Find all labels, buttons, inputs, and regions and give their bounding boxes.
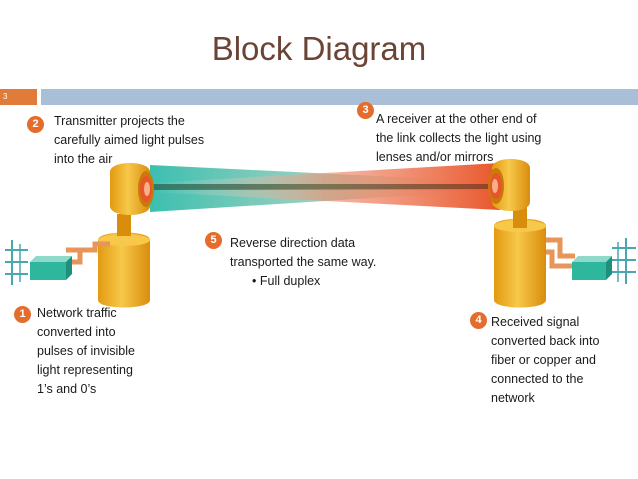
callout-4-line: Received signal <box>491 315 580 329</box>
callout-1-line: 1’s and 0’s <box>37 382 97 396</box>
callout-3-badge: 3 <box>357 102 374 119</box>
callout-1-line: light representing <box>37 363 133 377</box>
callout-1-badge: 1 <box>14 306 31 323</box>
callout-4-line: fiber or copper and <box>491 353 596 367</box>
bullet-dot: • <box>252 274 260 288</box>
light-beam <box>150 163 500 212</box>
right-network-equipment <box>546 237 636 284</box>
callout-4-text: Received signal converted back into fibe… <box>491 313 599 408</box>
callout-2-line: into the air <box>54 152 113 166</box>
callout-5-line: transported the same way. <box>230 255 377 269</box>
receiver-device <box>488 159 546 308</box>
callout-5-bullet: • Full duplex <box>230 272 376 291</box>
callout-3-line: A receiver at the other end of <box>376 112 537 126</box>
callout-2-text: Transmitter projects the carefully aimed… <box>54 112 204 169</box>
callout-1-line: converted into <box>37 325 116 339</box>
callout-1-line: pulses of invisible <box>37 344 135 358</box>
callout-5-line: Reverse direction data <box>230 236 356 250</box>
callout-5-badge: 5 <box>205 232 222 249</box>
callout-3-line: the link collects the light using <box>376 131 542 145</box>
callout-1-text: Network traffic converted into pulses of… <box>37 304 135 399</box>
header-bar-accent <box>0 89 37 105</box>
callout-4-line: network <box>491 391 535 405</box>
callout-4-line: converted back into <box>491 334 600 348</box>
callout-2-line: Transmitter projects the <box>54 114 185 128</box>
callout-1-line: Network traffic <box>37 306 117 320</box>
header-bar <box>41 89 638 105</box>
callout-3-line: lenses and/or mirrors <box>376 150 494 164</box>
callout-5-text: Reverse direction data transported the s… <box>230 234 376 291</box>
callout-4-badge: 4 <box>470 312 487 329</box>
callout-4-line: connected to the <box>491 372 584 386</box>
slide-number: 3 <box>3 92 8 101</box>
callout-2-line: carefully aimed light pulses <box>54 133 205 147</box>
callout-5-bullet-text: Full duplex <box>259 274 321 288</box>
callout-3-text: A receiver at the other end of the link … <box>376 110 541 167</box>
transmitter-device <box>98 163 154 308</box>
left-network-equipment <box>5 240 110 285</box>
slide-title: Block Diagram <box>211 30 427 67</box>
callout-2-badge: 2 <box>27 116 44 133</box>
